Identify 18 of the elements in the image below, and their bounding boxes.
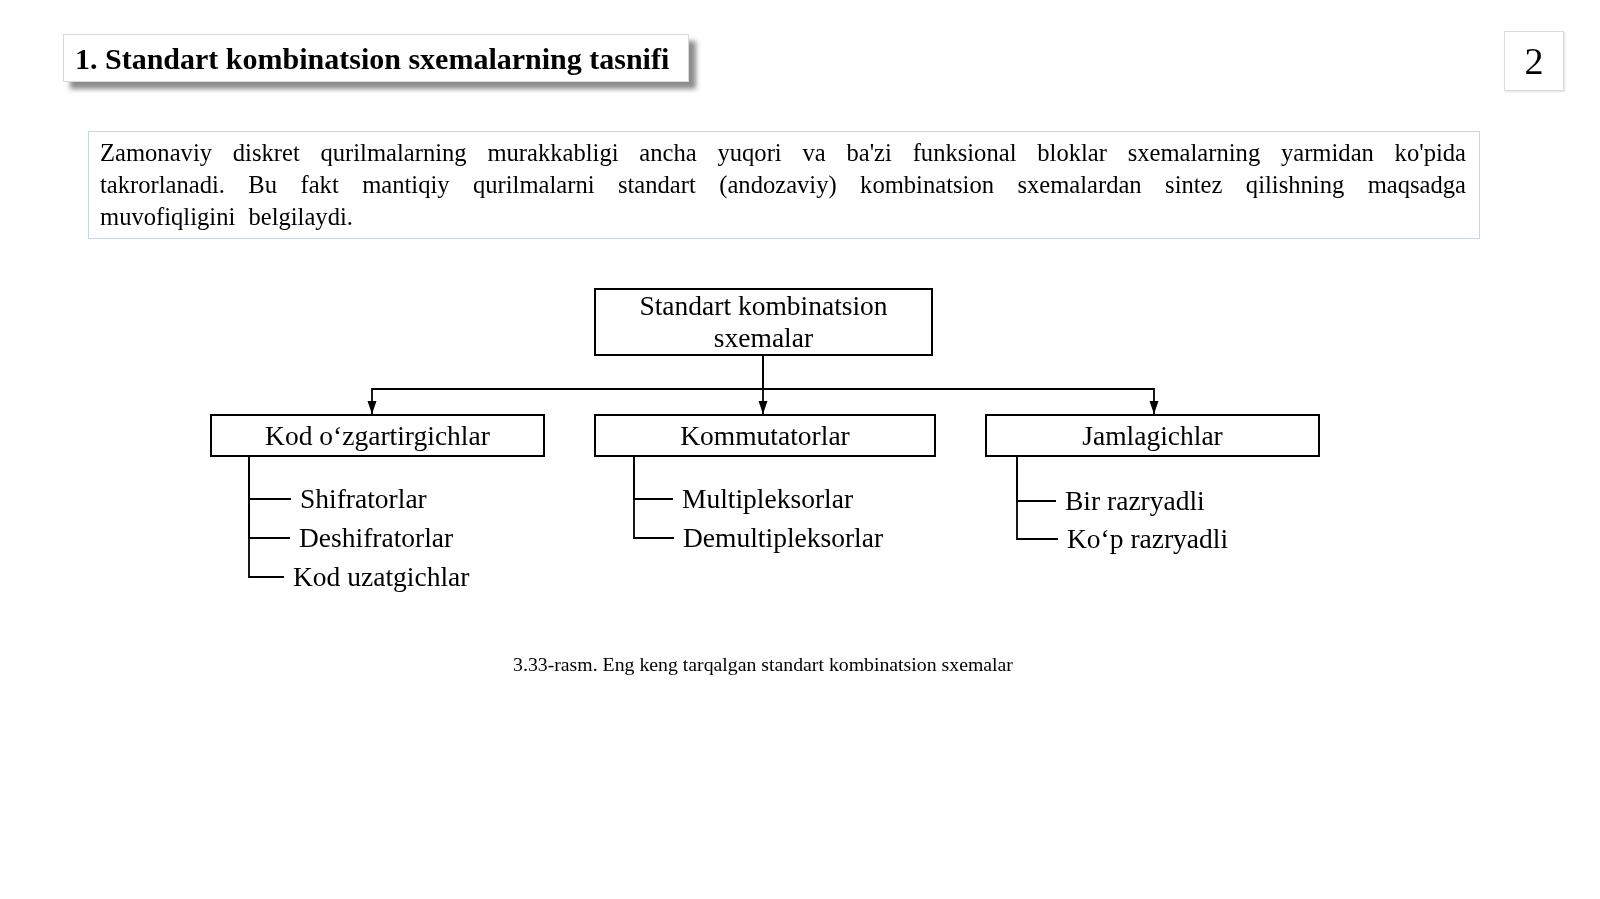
figure-caption: 3.33-rasm. Eng keng tarqalgan standart kombinatsion sxemalar bbox=[513, 652, 1013, 676]
page-number: 2 bbox=[1504, 31, 1564, 91]
tree-line bbox=[248, 456, 285, 578]
tree-line bbox=[1016, 456, 1059, 540]
subtype-label: Bir razryadli bbox=[1065, 485, 1205, 517]
category-box: Jamlagichlar bbox=[985, 414, 1320, 457]
slide-title: 1. Standart kombinatsion sxemalarning tasnifi bbox=[63, 34, 690, 82]
tree-line bbox=[633, 456, 675, 539]
subtype-label: Demultipleksorlar bbox=[683, 522, 884, 554]
category-box: Kommutatorlar bbox=[594, 414, 936, 457]
root-box: Standart kombinatsion sxemalar bbox=[594, 288, 933, 356]
subtype-label: Kod uzatgichlar bbox=[293, 561, 470, 593]
subtype-label: Ko‘p razryadli bbox=[1067, 523, 1229, 555]
category-box: Kod o‘zgartirgichlar bbox=[210, 414, 545, 457]
subtype-label: Multipleksorlar bbox=[682, 483, 854, 515]
subtype-label: Deshifratorlar bbox=[299, 522, 454, 554]
paragraph-box: Zamonaviy diskret qurilmalarning murakkabligi ancha yuqori va ba'zi funksional bloklar sxemalarning yarmidan ko'pida takrorlanadi. Bu fakt mantiqiy qurilmalarni standart (andozaviy) kombinatsion sxemalardan sintez qilishning maqsadga muvofiqligini belgilaydi. bbox=[88, 131, 1480, 239]
subtype-label: Shifratorlar bbox=[300, 483, 427, 515]
